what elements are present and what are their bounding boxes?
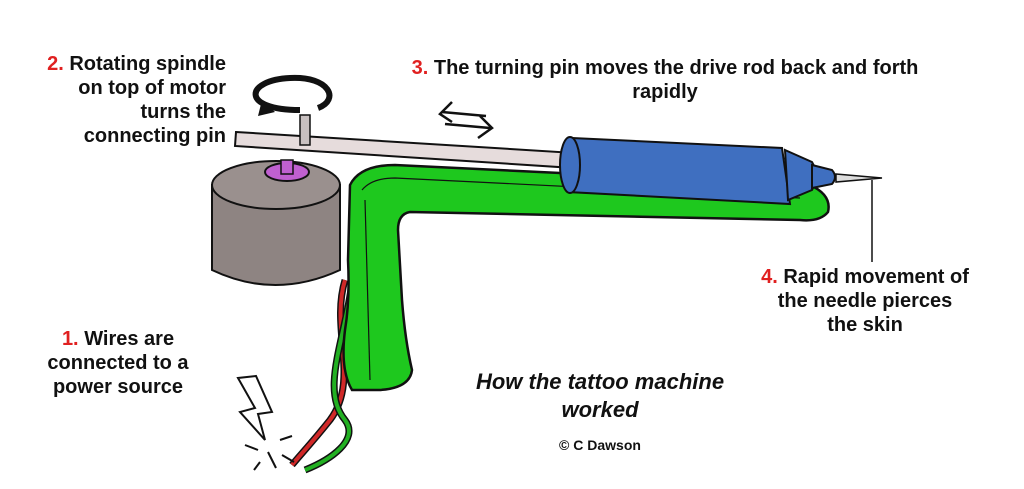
copyright-credit: © C Dawson (559, 437, 641, 453)
label-needle: 4. Rapid movement of the needle pierces … (760, 265, 970, 337)
label-text: The turning pin moves the drive rod back… (433, 57, 919, 103)
spindle (264, 114, 311, 182)
barrel (559, 136, 836, 206)
label-text: Rotating spindle on top of motor turns t… (69, 53, 226, 147)
label-number: 2. (47, 53, 64, 75)
label-drive-rod: 3. The turning pin moves the drive rod b… (380, 56, 950, 104)
label-number: 1. (61, 328, 79, 350)
label-text: Wires are connected to a power source (47, 328, 189, 398)
label-spindle: 2. Rotating spindle on top of motor turn… (40, 52, 226, 148)
label-text: Rapid movement of the needle pierces the… (777, 266, 969, 336)
wires (289, 278, 356, 474)
rotation-arrow-icon (252, 74, 333, 116)
motor (211, 160, 341, 286)
label-number: 4. (761, 266, 778, 288)
diagram-title: How the tattoo machine worked (475, 369, 725, 422)
label-wires: 1. Wires are connected to a power source (20, 327, 216, 399)
lightning-icon (236, 374, 295, 471)
label-number: 3. (411, 57, 429, 79)
double-arrow-icon (438, 101, 494, 140)
needle (835, 173, 883, 183)
